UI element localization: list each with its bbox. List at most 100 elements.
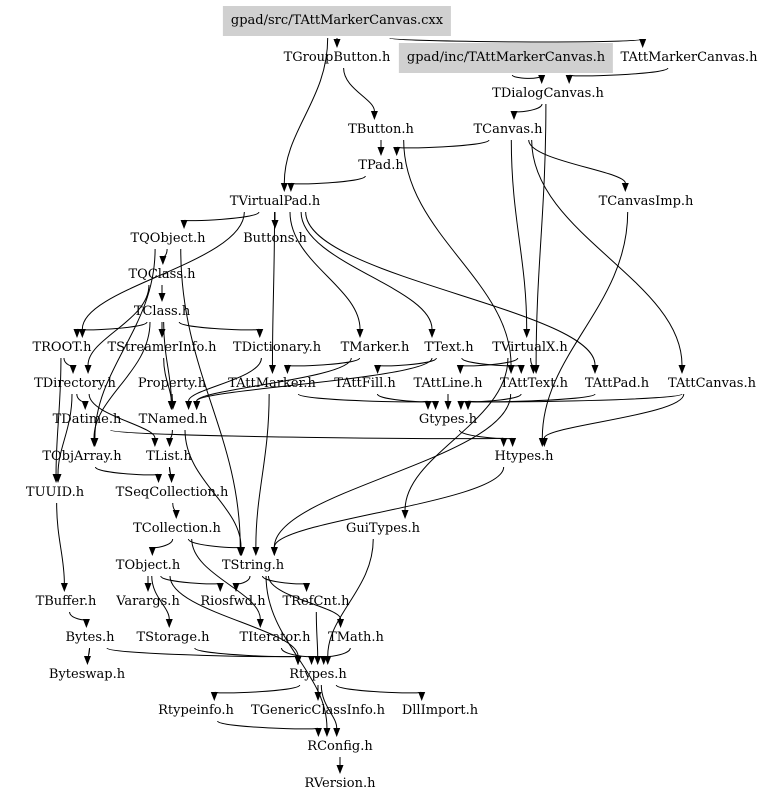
arrowhead-icon bbox=[374, 365, 382, 374]
edge-tcanvas-to-tattcanvas bbox=[531, 139, 683, 366]
node-tdirectory[interactable]: TDirectory.h bbox=[34, 376, 116, 391]
arrowhead-icon bbox=[418, 692, 426, 701]
node-rtypeinfo[interactable]: Rtypeinfo.h bbox=[158, 703, 234, 718]
node-troot[interactable]: TROOT.h bbox=[32, 340, 92, 355]
arrowhead-icon bbox=[314, 656, 322, 665]
node-rversion[interactable]: RVersion.h bbox=[304, 776, 376, 791]
arrowhead-icon bbox=[336, 765, 344, 774]
node-tqclass[interactable]: TQClass.h bbox=[128, 267, 196, 282]
edge-tseqcollection-to-tcollection bbox=[172, 502, 177, 512]
node-tvirtualpad[interactable]: TVirtualPad.h bbox=[229, 194, 321, 209]
node-titerator[interactable]: TIterator.h bbox=[239, 630, 311, 645]
edge-ttext-to-tnamed bbox=[196, 357, 433, 402]
node-tcollection[interactable]: TCollection.h bbox=[133, 521, 221, 536]
node-tstreamerinfo[interactable]: TStreamerInfo.h bbox=[107, 340, 217, 355]
node-tdatime[interactable]: TDatime.h bbox=[52, 412, 122, 427]
node-inc-h[interactable]: gpad/inc/TAttMarkerCanvas.h bbox=[398, 43, 614, 73]
arrowhead-icon bbox=[529, 365, 537, 374]
arrowhead-icon bbox=[151, 438, 159, 447]
node-htypes[interactable]: Htypes.h bbox=[494, 449, 554, 464]
edge-tattcanvas-to-htypes bbox=[543, 393, 685, 439]
node-guitypes[interactable]: GuiTypes.h bbox=[345, 521, 421, 536]
node-tdictionary[interactable]: TDictionary.h bbox=[232, 340, 322, 355]
arrowhead-icon bbox=[393, 147, 401, 156]
arrowhead-icon bbox=[333, 728, 341, 737]
node-dllimport[interactable]: DllImport.h bbox=[401, 703, 479, 718]
edge-tdictionary-to-tnamed bbox=[188, 357, 262, 402]
node-tobjarray[interactable]: TObjArray.h bbox=[42, 449, 122, 464]
node-trefcnt[interactable]: TRefCnt.h bbox=[282, 594, 350, 609]
arrowhead-icon bbox=[252, 547, 260, 556]
node-tobject[interactable]: TObject.h bbox=[115, 558, 181, 573]
node-tgenericclassinfo[interactable]: TGenericClassInfo.h bbox=[250, 703, 386, 718]
edge-tgroupbutton-to-tbutton bbox=[343, 67, 375, 112]
node-tdialogcanvas[interactable]: TDialogCanvas.h bbox=[492, 86, 604, 101]
node-tatttext[interactable]: TAttText.h bbox=[500, 376, 568, 391]
arrowhead-icon bbox=[678, 365, 686, 374]
arrowhead-icon bbox=[324, 656, 332, 665]
edge-tobjarray-to-tseqcollection bbox=[95, 466, 159, 476]
node-buttons[interactable]: Buttons.h bbox=[243, 231, 307, 246]
node-tlist[interactable]: TList.h bbox=[146, 449, 192, 464]
node-tattmarkercanvas[interactable]: TAttMarkerCanvas.h bbox=[620, 50, 758, 65]
arrowhead-icon bbox=[268, 365, 276, 374]
edge-tbuffer-to-bytes bbox=[69, 611, 87, 621]
node-tnamed[interactable]: TNamed.h bbox=[138, 412, 208, 427]
node-riosfwd[interactable]: Riosfwd.h bbox=[200, 594, 266, 609]
node-tattline[interactable]: TAttLine.h bbox=[413, 376, 483, 391]
edge-tdialogcanvas-to-tcanvas bbox=[513, 103, 543, 113]
node-tbuffer[interactable]: TBuffer.h bbox=[35, 594, 97, 609]
node-tstorage[interactable]: TStorage.h bbox=[136, 630, 210, 645]
arrowhead-icon bbox=[73, 329, 81, 338]
node-rtypes[interactable]: Rtypes.h bbox=[289, 667, 347, 682]
arrowhead-icon bbox=[158, 293, 166, 302]
node-tseqcollection[interactable]: TSeqCollection.h bbox=[115, 485, 229, 500]
arrowhead-icon bbox=[78, 329, 86, 338]
node-tgroupbutton[interactable]: TGroupButton.h bbox=[283, 50, 391, 65]
node-tbutton[interactable]: TButton.h bbox=[348, 122, 414, 137]
edge-tmarker-to-tnamed bbox=[196, 357, 352, 402]
edge-bytes-to-rtypes bbox=[106, 647, 299, 658]
node-tstring[interactable]: TString.h bbox=[221, 558, 285, 573]
edge-tcollection-to-tstring bbox=[187, 538, 243, 549]
node-tmath[interactable]: TMath.h bbox=[328, 630, 384, 645]
node-gtypes[interactable]: Gtypes.h bbox=[418, 412, 478, 427]
node-tmarker[interactable]: TMarker.h bbox=[340, 340, 410, 355]
node-tvirtualx[interactable]: TVirtualX.h bbox=[492, 340, 568, 355]
edge-tcanvasimp-to-htypes bbox=[541, 211, 629, 439]
edge-tvirtualpad-to-tattpad bbox=[305, 211, 596, 366]
node-tattmarker[interactable]: TAttMarker.h bbox=[228, 376, 316, 391]
node-tcanvas[interactable]: TCanvas.h bbox=[473, 122, 543, 137]
arrowhead-icon bbox=[287, 183, 295, 192]
node-byteswap[interactable]: Byteswap.h bbox=[48, 667, 126, 682]
arrowhead-icon bbox=[308, 656, 316, 665]
edge-tvirtualx-to-tatttext bbox=[530, 357, 534, 367]
node-tattfill[interactable]: TAttFill.h bbox=[334, 376, 396, 391]
arrowhead-icon bbox=[168, 474, 176, 483]
arrowhead-icon bbox=[172, 510, 180, 519]
edge-inc_h-to-tdialogcanvas bbox=[511, 74, 543, 79]
node-tcanvasimp[interactable]: TCanvasImp.h bbox=[598, 194, 694, 209]
node-bytes[interactable]: Bytes.h bbox=[65, 630, 115, 645]
edge-rtypeinfo-to-rconfig bbox=[217, 720, 319, 730]
arrowhead-icon bbox=[232, 583, 240, 592]
edge-tcanvas-to-tvirtualx bbox=[510, 139, 528, 330]
node-src-cxx[interactable]: gpad/src/TAttMarkerCanvas.cxx bbox=[222, 6, 452, 36]
node-tqobject[interactable]: TQObject.h bbox=[130, 231, 206, 246]
arrowhead-icon bbox=[238, 547, 246, 556]
edge-rtypes-to-rconfig bbox=[320, 684, 338, 729]
arrowhead-icon bbox=[517, 365, 525, 374]
node-tclass[interactable]: TClass.h bbox=[133, 304, 191, 319]
node-tattpad[interactable]: TAttPad.h bbox=[584, 376, 650, 391]
node-varargs[interactable]: Varargs.h bbox=[116, 594, 180, 609]
node-rconfig[interactable]: RConfig.h bbox=[307, 739, 373, 754]
edge-troot-to-tuuid bbox=[55, 357, 62, 475]
node-tuuid[interactable]: TUUID.h bbox=[25, 485, 85, 500]
node-tattcanvas[interactable]: TAttCanvas.h bbox=[668, 376, 756, 391]
edge-tvirtualpad-to-tattmarker bbox=[271, 211, 276, 366]
node-property[interactable]: Property.h bbox=[137, 376, 207, 391]
node-ttext[interactable]: TText.h bbox=[424, 340, 474, 355]
node-tpad[interactable]: TPad.h bbox=[358, 158, 404, 173]
arrowhead-icon bbox=[457, 401, 465, 410]
